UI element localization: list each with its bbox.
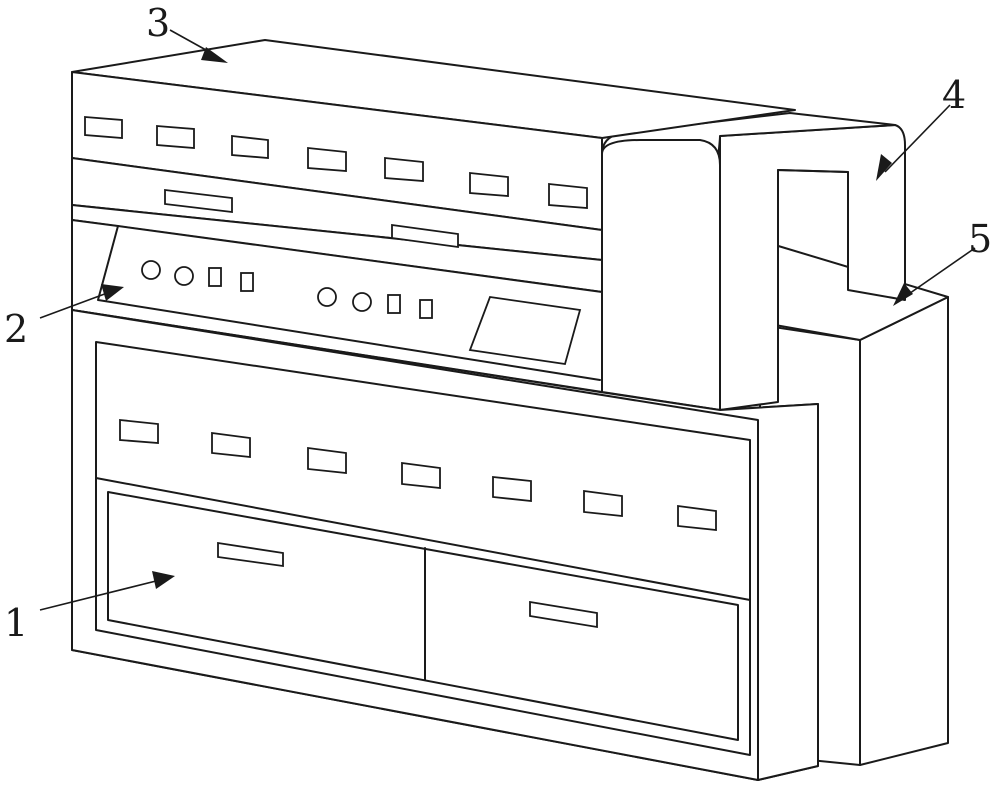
vent-slot (119, 419, 159, 444)
knob (317, 287, 337, 307)
arrowhead-4 (876, 154, 892, 181)
arrowhead-3 (201, 47, 228, 63)
drawer-handle (529, 600, 598, 629)
control-panel-bevel (97, 225, 601, 381)
vent-slot (469, 172, 509, 197)
vent-slot (384, 157, 424, 182)
vent-slot (401, 461, 441, 489)
arrowhead-2 (101, 284, 124, 301)
display-screen (468, 296, 582, 366)
arrowhead-5 (893, 283, 913, 306)
switch (419, 299, 433, 319)
vent-slot (307, 147, 347, 172)
vent-slot (677, 504, 717, 531)
callout-5: 5 (968, 217, 992, 261)
callout-4: 4 (942, 73, 966, 117)
knob (352, 292, 372, 312)
vent-slot (156, 125, 195, 149)
lower-cabinet-divider (95, 477, 751, 601)
vent-slot (548, 183, 588, 209)
knob (141, 260, 161, 280)
side-cabinet-front-face (859, 296, 949, 766)
vent-slot (307, 446, 347, 474)
switch (208, 267, 222, 287)
control-panel-2 (71, 219, 603, 393)
drawer-handle (164, 188, 233, 214)
vent-slot (211, 431, 251, 458)
gantry-inner-edge (777, 169, 849, 173)
callout-1: 1 (4, 601, 28, 645)
vent-slot (583, 489, 623, 517)
leaders (39, 29, 976, 611)
leader-2 (39, 291, 111, 319)
knob (174, 266, 194, 286)
callout-3: 3 (146, 1, 170, 45)
gantry-4 (601, 112, 906, 411)
upper-housing-3 (71, 39, 796, 293)
leader-4 (884, 104, 951, 173)
vent-slot (84, 116, 123, 139)
lower-cabinet-1 (71, 309, 819, 781)
arrowhead-1 (152, 571, 175, 589)
drawer-handle (391, 223, 459, 249)
switch (387, 294, 401, 314)
drawer-handle (217, 541, 284, 568)
leader-1 (39, 579, 161, 611)
callout-2: 2 (4, 307, 28, 351)
leader-5 (902, 247, 976, 299)
vent-slot (492, 476, 532, 502)
switch (240, 272, 254, 292)
gantry-side (601, 139, 721, 411)
vent-slot (231, 134, 269, 159)
